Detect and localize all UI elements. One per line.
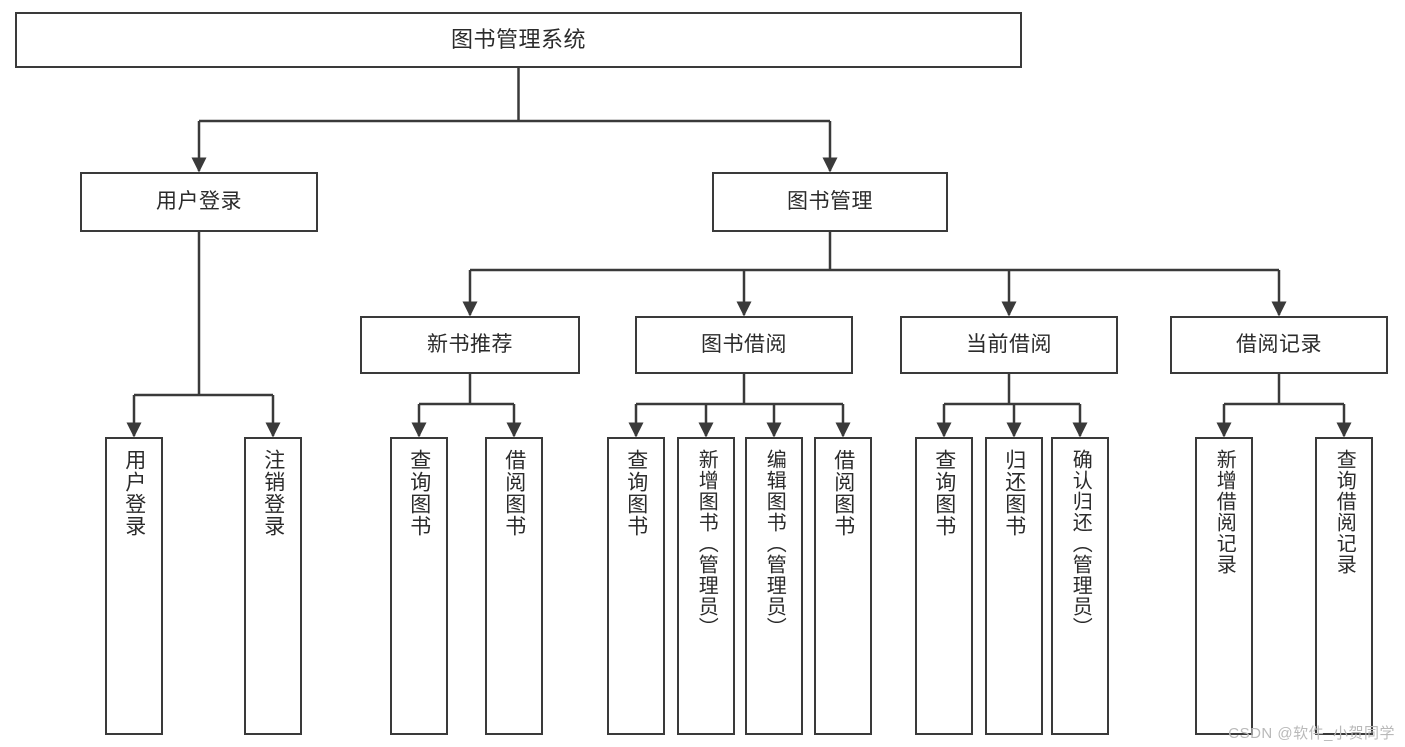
node-label: 图书管理系统	[450, 27, 586, 53]
node-label: 查询借阅记录	[1333, 449, 1356, 575]
node-leaf_logout[interactable]: 注销登录	[244, 437, 302, 735]
node-leaf_return_book[interactable]: 归还图书	[985, 437, 1043, 735]
node-leaf_confirm_ret[interactable]: 确认归还（管理员）	[1051, 437, 1109, 735]
node-leaf_borrow_book_1[interactable]: 借阅图书	[485, 437, 543, 735]
node-user_login[interactable]: 用户登录	[80, 172, 318, 232]
node-label: 编辑图书（管理员）	[763, 449, 786, 638]
node-label: 借阅记录	[1236, 332, 1322, 356]
node-leaf_query_record[interactable]: 查询借阅记录	[1315, 437, 1373, 735]
node-label: 用户登录	[156, 189, 242, 213]
node-label: 新增图书（管理员）	[695, 449, 718, 638]
node-label: 借阅图书	[502, 449, 526, 537]
node-current_borrow[interactable]: 当前借阅	[900, 316, 1118, 374]
node-label: 图书管理	[787, 189, 873, 213]
node-leaf_user_login[interactable]: 用户登录	[105, 437, 163, 735]
node-label: 归还图书	[1002, 449, 1026, 537]
node-leaf_add_book[interactable]: 新增图书（管理员）	[677, 437, 735, 735]
node-leaf_borrow_book_2[interactable]: 借阅图书	[814, 437, 872, 735]
node-book_manage[interactable]: 图书管理	[712, 172, 948, 232]
node-label: 用户登录	[122, 449, 146, 537]
node-label: 确认归还（管理员）	[1069, 449, 1092, 638]
node-new_book_rec[interactable]: 新书推荐	[360, 316, 580, 374]
node-root[interactable]: 图书管理系统	[15, 12, 1022, 68]
node-book_borrow[interactable]: 图书借阅	[635, 316, 853, 374]
node-label: 查询图书	[407, 449, 431, 537]
node-label: 当前借阅	[966, 332, 1052, 356]
node-leaf_add_record[interactable]: 新增借阅记录	[1195, 437, 1253, 735]
node-label: 图书借阅	[701, 332, 787, 356]
node-label: 查询图书	[624, 449, 648, 537]
node-leaf_query_book_2[interactable]: 查询图书	[607, 437, 665, 735]
node-label: 注销登录	[261, 449, 285, 537]
node-leaf_edit_book[interactable]: 编辑图书（管理员）	[745, 437, 803, 735]
watermark: CSDN @软件_小贺同学	[1228, 725, 1395, 742]
node-borrow_record[interactable]: 借阅记录	[1170, 316, 1388, 374]
node-label: 查询图书	[932, 449, 956, 537]
node-label: 新增借阅记录	[1213, 449, 1236, 575]
node-label: 新书推荐	[427, 332, 513, 356]
node-label: 借阅图书	[831, 449, 855, 537]
node-leaf_query_book_1[interactable]: 查询图书	[390, 437, 448, 735]
node-leaf_query_book_3[interactable]: 查询图书	[915, 437, 973, 735]
